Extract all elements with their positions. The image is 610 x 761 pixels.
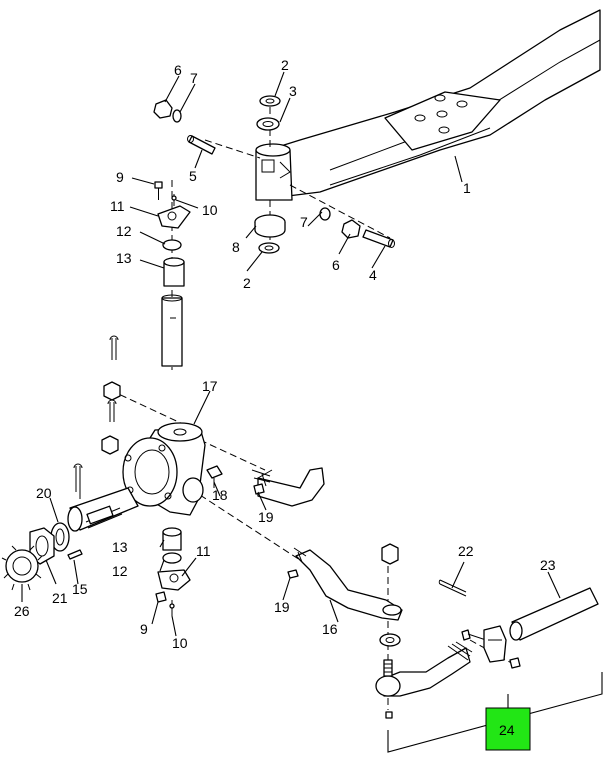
callout-16[interactable]: 16 [322,621,338,637]
bearing-8 [254,214,286,238]
callout-5[interactable]: 5 [189,168,197,184]
bolt-18 [206,465,223,488]
bolt-9-upper [154,181,163,200]
tie-rod-tube [509,587,599,641]
callout-22[interactable]: 22 [458,543,474,559]
washer-2-top [259,95,281,107]
clamp-bolt [461,629,487,641]
callout-19-lower[interactable]: 19 [274,599,290,615]
callout-4[interactable]: 4 [369,267,377,283]
bushing-3 [256,117,280,131]
cotter-pin-upper [109,335,119,360]
cotter-pin-22 [438,579,467,597]
callout-10-upper[interactable]: 10 [202,202,218,218]
pin-10-lower [169,600,175,616]
callout-13-upper[interactable]: 13 [116,250,132,266]
clamp [483,625,507,663]
highlight-box-24[interactable] [485,707,531,751]
steering-knuckle [67,422,206,532]
callout-2-top[interactable]: 2 [281,57,289,73]
cotter-pin-middle [107,399,117,422]
callout-2-bottom[interactable]: 2 [243,275,251,291]
bolt-4 [362,229,395,248]
seal-12-lower [162,552,182,564]
pin-15 [67,549,83,560]
steering-arm [251,467,325,507]
castle-nut-upper [103,381,121,401]
bushing-13-upper [163,257,185,287]
tone-ring-26 [1,545,43,591]
callout-15[interactable]: 15 [72,581,88,597]
key-19-upper [253,483,265,495]
castle-nut-tie-rod [381,543,399,565]
nut-6-right [341,219,361,239]
axle-beam [255,9,601,201]
callout-9-upper[interactable]: 9 [116,169,124,185]
bolt-6-top [153,99,182,123]
callout-10-lower[interactable]: 10 [172,635,188,651]
callout-12-lower[interactable]: 12 [112,563,128,579]
callout-1[interactable]: 1 [463,180,471,196]
bushing-13-lower [162,527,182,551]
callout-24[interactable]: 24 [499,722,515,738]
leader-lines [21,71,561,637]
callout-labels: 1 2 3 4 5 6 7 6 7 8 2 9 10 11 12 13 17 1… [14,57,556,738]
callout-26[interactable]: 26 [14,603,30,619]
tie-rod-arm [293,547,403,621]
callout-21[interactable]: 21 [52,590,68,606]
tie-rod-end [375,641,473,719]
callout-3[interactable]: 3 [289,83,297,99]
pin-10-upper [171,194,177,206]
callout-11-upper[interactable]: 11 [110,198,125,214]
callout-8[interactable]: 8 [232,239,240,255]
cap-11-lower [157,569,191,591]
callout-13-lower[interactable]: 13 [112,539,128,555]
callout-6-right[interactable]: 6 [332,257,340,273]
washer-2-bottom [258,242,280,254]
kingpin [161,294,183,367]
pin-5 [187,135,216,155]
callout-17[interactable]: 17 [202,378,218,394]
cotter-pin-lower [73,463,83,492]
cap-11-upper [157,205,191,229]
seal-12-upper [162,239,182,251]
nut-7-right [319,207,331,221]
callout-7-right[interactable]: 7 [300,214,308,230]
castle-nut-lower [101,435,119,455]
callout-20[interactable]: 20 [36,485,52,501]
callout-18[interactable]: 18 [212,487,228,503]
callout-12-upper[interactable]: 12 [116,223,132,239]
callout-7-top[interactable]: 7 [190,70,198,86]
callout-9-lower[interactable]: 9 [140,621,148,637]
callout-6-top[interactable]: 6 [174,62,182,78]
callout-11-lower[interactable]: 11 [196,543,211,559]
washer-tie-rod [379,633,401,647]
key-19-lower [287,569,299,579]
bolt-9-lower [155,591,167,603]
callout-23[interactable]: 23 [540,557,556,573]
callout-19-upper[interactable]: 19 [258,509,274,525]
clamp-nut [509,657,521,669]
